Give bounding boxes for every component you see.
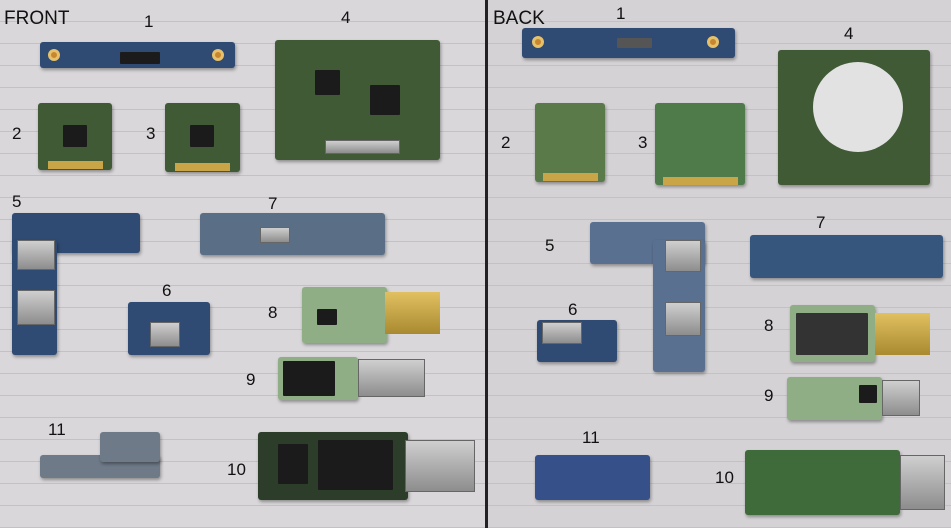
board-2-back (535, 103, 605, 182)
label-2: 2 (501, 133, 511, 152)
label-11: 11 (582, 428, 600, 447)
label-5: 5 (12, 192, 22, 211)
board-11-back (535, 455, 650, 500)
usb-plug-9-back (882, 380, 920, 416)
board-5-back-leg (653, 240, 705, 372)
label-1: 1 (616, 4, 626, 23)
board-7-front (200, 213, 385, 255)
board-3-front (165, 103, 240, 172)
front-title: FRONT (4, 8, 70, 29)
label-6: 6 (568, 300, 578, 319)
usb-plug-8-back (875, 313, 930, 355)
label-7: 7 (268, 194, 278, 213)
board-3-back (655, 103, 745, 185)
label-4: 4 (341, 8, 351, 27)
label-3: 3 (638, 133, 648, 152)
label-8: 8 (764, 316, 774, 335)
label-5: 5 (545, 236, 555, 255)
label-9: 9 (764, 386, 774, 405)
board-1-back (522, 28, 735, 58)
usb-plug-8-front (385, 292, 440, 334)
label-10: 10 (715, 468, 734, 487)
board-9-front (278, 357, 358, 400)
back-photo: BACK 1 2 3 4 5 6 7 8 9 10 11 (488, 0, 951, 528)
board-6-back (537, 320, 617, 362)
label-6: 6 (162, 281, 172, 300)
board-1-front (40, 42, 235, 68)
label-7: 7 (816, 213, 826, 232)
label-1: 1 (144, 12, 154, 31)
board-6-front (128, 302, 210, 355)
board-9-back (787, 377, 882, 420)
board-5-front-leg (12, 240, 57, 355)
shield-disc (813, 62, 903, 152)
board-7-back (750, 235, 943, 278)
board-8-back (790, 305, 875, 362)
label-11: 11 (48, 420, 66, 439)
board-10-back (745, 450, 900, 515)
label-3: 3 (146, 124, 156, 143)
usb-plug-10-front (405, 440, 475, 492)
label-9: 9 (246, 370, 256, 389)
front-photo: FRONT 1 2 3 4 5 6 7 8 9 10 11 (0, 0, 485, 528)
board-8-front (302, 287, 387, 343)
board-2-front (38, 103, 112, 170)
label-2: 2 (12, 124, 22, 143)
label-4: 4 (844, 24, 854, 43)
board-11-front-tab (100, 432, 160, 462)
usb-plug-10-back (900, 455, 945, 510)
board-10-front (258, 432, 408, 500)
board-4-front (275, 40, 440, 160)
label-8: 8 (268, 303, 278, 322)
back-title: BACK (493, 8, 545, 29)
usb-plug-9-front (358, 359, 425, 397)
board-4-back (778, 50, 930, 185)
label-10: 10 (227, 460, 246, 479)
